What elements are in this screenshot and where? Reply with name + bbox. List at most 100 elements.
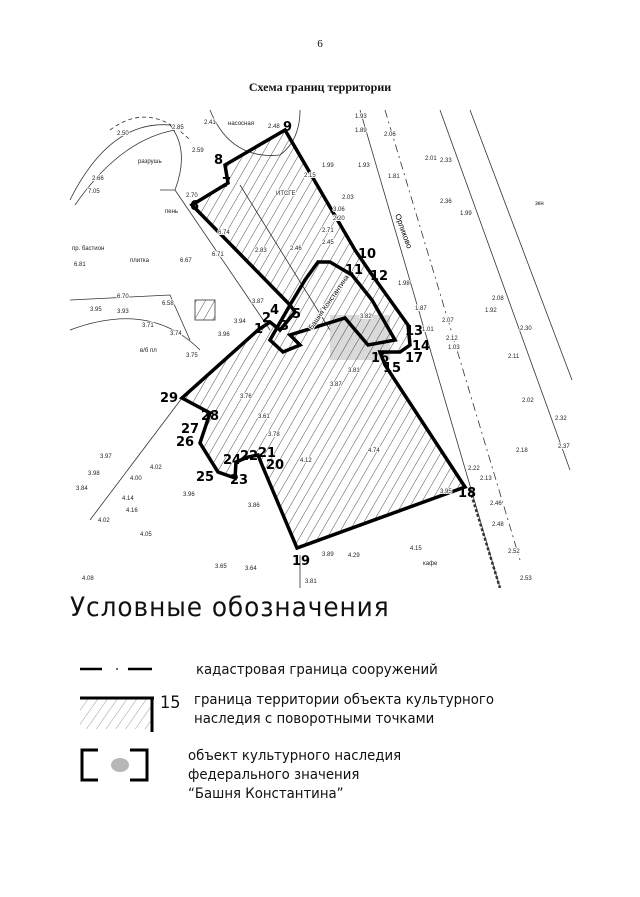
elevation-mark: 3.78: [268, 432, 280, 438]
elevation-mark: 4.02: [150, 465, 162, 471]
turning-point-label: 9: [283, 120, 292, 135]
elevation-mark: 1.99: [322, 163, 334, 169]
elevation-mark: 1.93: [358, 163, 370, 169]
elevation-mark: 4.02: [98, 518, 110, 524]
base-map-lines: [69, 109, 573, 588]
legend-item-cadastral: кадастровая граница сооружений: [196, 662, 438, 678]
turning-point-label: 2: [262, 311, 271, 326]
elevation-mark: 1.89: [355, 128, 367, 134]
elevation-mark: 2.01: [425, 156, 437, 162]
elevation-mark: 2.20: [333, 216, 345, 222]
elevation-mark: 2.71: [322, 228, 334, 234]
turning-point-label: 1: [254, 322, 263, 337]
turning-point-label: 29: [160, 391, 178, 406]
elevation-mark: 3.87: [252, 299, 264, 305]
elevation-mark: 2.46: [290, 246, 302, 252]
turning-point-label: 22: [240, 449, 258, 464]
elevation-mark: 6.81: [74, 262, 86, 268]
road-label: Орликово: [393, 213, 414, 251]
elevation-mark: 2.11: [508, 354, 520, 360]
map-label: пень: [165, 209, 178, 215]
legend-item-heritage-line2: федерального значения: [188, 767, 360, 783]
map-label: разрушь: [138, 159, 162, 165]
elevation-mark: 2.46: [490, 501, 502, 507]
elevation-mark: 2.48: [268, 124, 280, 130]
elevation-mark: 4.00: [130, 476, 142, 482]
territory-boundary-symbol: [80, 696, 154, 732]
elevation-mark: 1.92: [485, 308, 497, 314]
elevation-mark: 2.41: [204, 120, 216, 126]
turning-point-label: 17: [405, 351, 423, 366]
elevation-mark: 7.05: [88, 189, 100, 195]
turning-point-label: 7: [222, 176, 231, 191]
map-label: пр. бастион: [72, 246, 104, 252]
legend-item-territory-line2: наследия с поворотными точками: [194, 711, 435, 727]
elevation-mark: 2.53: [520, 576, 532, 582]
elevation-mark: 4.12: [300, 458, 312, 464]
turning-point-label: 18: [458, 486, 476, 501]
elevation-mark: 6.71: [212, 252, 224, 258]
elevation-mark: 2.18: [516, 448, 528, 454]
elevation-mark: 3.74: [170, 331, 182, 337]
elevation-mark: 3.86: [248, 503, 260, 509]
elevation-mark: 2.50: [117, 131, 129, 137]
elevation-mark: 6.67: [180, 258, 192, 264]
elevation-mark: 2.33: [440, 158, 452, 164]
turning-point-label: 3: [280, 319, 289, 334]
elevation-mark: 2.36: [440, 199, 452, 205]
elevation-mark: 3.87: [330, 382, 342, 388]
elevation-mark: 3.81: [305, 579, 317, 585]
elevation-mark: 1.98: [398, 281, 410, 287]
elevation-mark: 3.71: [142, 323, 154, 329]
elevation-mark: 2.08: [492, 296, 504, 302]
turning-point-label: 10: [358, 247, 376, 262]
turning-point-label: 6: [190, 199, 199, 214]
elevation-mark: 6.58: [162, 301, 174, 307]
turning-point-label: 28: [201, 409, 219, 424]
turning-point-label: 19: [292, 554, 310, 569]
turning-point-label: 13: [405, 324, 423, 339]
elevation-mark: 4.05: [140, 532, 152, 538]
elevation-mark: 3.95: [90, 307, 102, 313]
territory-boundary: [178, 127, 468, 551]
turning-point-label: 15: [383, 361, 401, 376]
elevation-mark: 1.03: [448, 345, 460, 351]
elevation-mark: 4.08: [82, 576, 94, 582]
turning-point-label: 4: [270, 303, 279, 318]
turning-point-label: 8: [214, 153, 223, 168]
elevation-mark: 3.61: [258, 414, 270, 420]
elevation-mark: 3.94: [234, 319, 246, 325]
territory-boundary-map: Башня Константина Орликово 1 2 3 4 5 6 7…: [69, 109, 573, 588]
elevation-mark: 2.48: [492, 522, 504, 528]
turning-point-label: 14: [412, 339, 430, 354]
map-label: ИТСГЕ: [276, 191, 296, 197]
elevation-mark: 3.96: [183, 492, 195, 498]
elevation-mark: 2.13: [480, 476, 492, 482]
cadastral-boundary-symbol: [80, 667, 152, 671]
elevation-mark: 3.82: [360, 314, 372, 320]
elevation-mark: 1.99: [460, 211, 472, 217]
map-label: зкн: [535, 201, 544, 207]
elevation-mark: 2.45: [322, 240, 334, 246]
elevation-mark: 2.03: [342, 195, 354, 201]
turning-point-label: 27: [181, 422, 199, 437]
elevation-mark: 2.22: [468, 466, 480, 472]
page-title: Схема границ территории: [248, 80, 392, 94]
elevation-mark: 3.93: [117, 309, 129, 315]
elevation-mark: 2.15: [304, 173, 316, 179]
turning-point-label: 16: [371, 351, 389, 366]
turning-point-label: 12: [370, 269, 388, 284]
elevation-mark: 4.16: [126, 508, 138, 514]
elevation-mark: 3.96: [218, 332, 230, 338]
elevation-mark: 1.01: [422, 327, 434, 333]
elevation-mark: 3.81: [348, 368, 360, 374]
legend-title: Условные обозначения: [70, 592, 390, 623]
map-label: кафе: [423, 561, 438, 567]
elevation-mark: 3.06: [333, 207, 345, 213]
elevation-mark: 2.83: [255, 248, 267, 254]
elevation-mark: 1.93: [355, 114, 367, 120]
elevation-mark: 4.74: [368, 448, 380, 454]
turning-point-label: 5: [292, 307, 301, 322]
elevation-mark: 6.74: [218, 230, 230, 236]
map-label: плитка: [130, 258, 150, 264]
